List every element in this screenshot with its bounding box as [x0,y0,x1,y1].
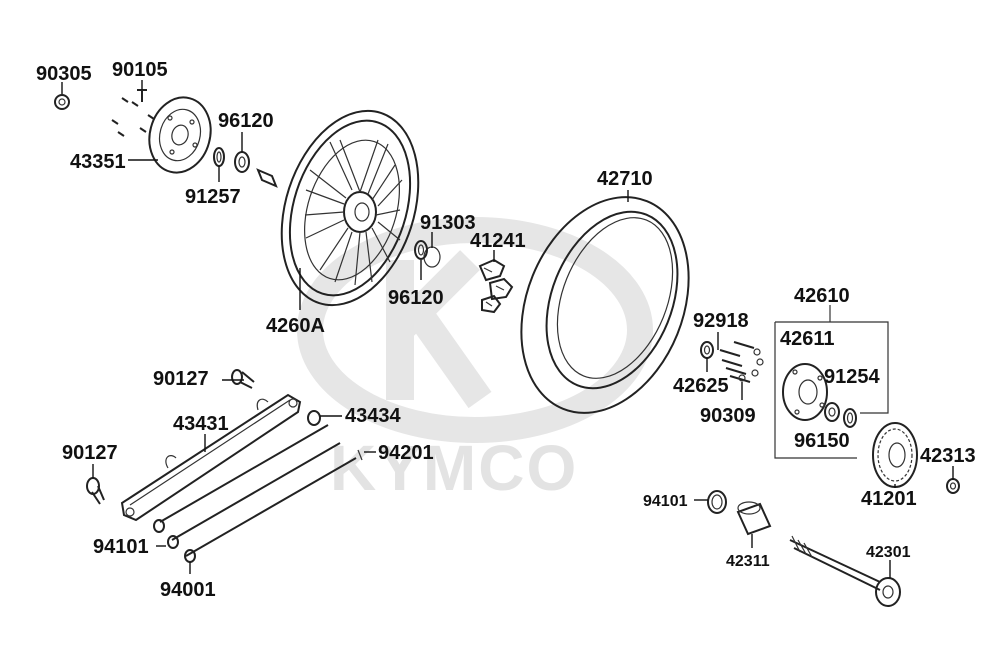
part-rod-assembly[interactable] [159,424,357,557]
part-90305-nut[interactable] [54,94,70,110]
label-43431[interactable]: 43431 [173,413,229,435]
part-42625-collar[interactable] [700,341,714,359]
part-96120-bearing-left[interactable] [234,151,250,173]
part-92918-studs[interactable] [719,341,755,383]
part-42610-group-box [774,305,889,459]
part-42611-sprocket-hub[interactable] [782,363,828,421]
part-42710-tire[interactable] [491,172,720,438]
label-43351[interactable]: 43351 [70,151,126,173]
label-96120-right[interactable]: 96120 [388,287,444,309]
kymco-watermark: KYMCO [297,217,653,504]
label-4260A[interactable]: 4260A [266,315,325,337]
part-94101-washer-right[interactable] [707,490,727,514]
part-41201-sprocket[interactable] [872,422,918,488]
label-94101-left[interactable]: 94101 [93,536,149,558]
label-90309[interactable]: 90309 [700,405,756,427]
part-43434-washer[interactable] [307,410,321,426]
label-41201[interactable]: 41201 [861,488,917,510]
part-41241-damper-rubber[interactable] [478,258,514,314]
part-4260A-rear-wheel-rim[interactable] [258,93,442,323]
part-96150-bearing[interactable] [824,402,840,422]
part-42313-nut[interactable] [946,478,960,494]
label-43434[interactable]: 43434 [345,405,401,427]
label-96120-left[interactable]: 96120 [218,110,274,132]
label-42311[interactable]: 42311 [726,553,770,570]
label-92918[interactable]: 92918 [693,310,749,332]
part-94201-cotter-pin[interactable] [357,449,363,461]
part-90105-bolts[interactable] [111,89,155,137]
label-42611[interactable]: 42611 [780,328,835,350]
part-43431-torque-arm[interactable] [120,393,302,522]
label-90305[interactable]: 90305 [36,63,92,85]
label-42301[interactable]: 42301 [866,544,911,561]
part-90127-bolt-lower[interactable] [86,477,105,505]
part-90309-nuts[interactable] [738,348,764,382]
part-43351-brake-disc[interactable] [141,91,219,180]
label-42625[interactable]: 42625 [673,375,729,397]
label-94101-right[interactable]: 94101 [643,493,688,510]
part-90127-bolt-upper[interactable] [231,369,255,389]
label-42610[interactable]: 42610 [794,285,850,307]
label-91257[interactable]: 91257 [185,186,241,208]
part-96120-bearing-right[interactable] [414,240,428,260]
part-94101-washer-left[interactable] [153,519,179,549]
label-91254[interactable]: 91254 [824,366,880,388]
part-42301-rear-axle[interactable] [789,535,901,607]
watermark-text: KYMCO [330,432,578,504]
label-96150[interactable]: 96150 [794,430,850,452]
part-91254-oil-seal[interactable] [843,408,857,428]
part-labels: 90305 90105 43351 96120 91257 4260A 9130… [36,59,976,601]
label-90127-lower[interactable]: 90127 [62,442,118,464]
part-spacer-tube[interactable] [256,168,278,188]
part-42311-collar[interactable] [736,501,772,536]
label-91303[interactable]: 91303 [420,212,476,234]
label-41241[interactable]: 41241 [470,230,526,252]
label-94201[interactable]: 94201 [378,442,434,464]
leader-lines [61,80,954,578]
label-94001[interactable]: 94001 [160,579,216,601]
label-90127-upper[interactable]: 90127 [153,368,209,390]
label-90105[interactable]: 90105 [112,59,168,81]
label-42313[interactable]: 42313 [920,445,976,467]
label-42710[interactable]: 42710 [597,168,653,190]
part-91257-oil-seal[interactable] [213,147,225,167]
